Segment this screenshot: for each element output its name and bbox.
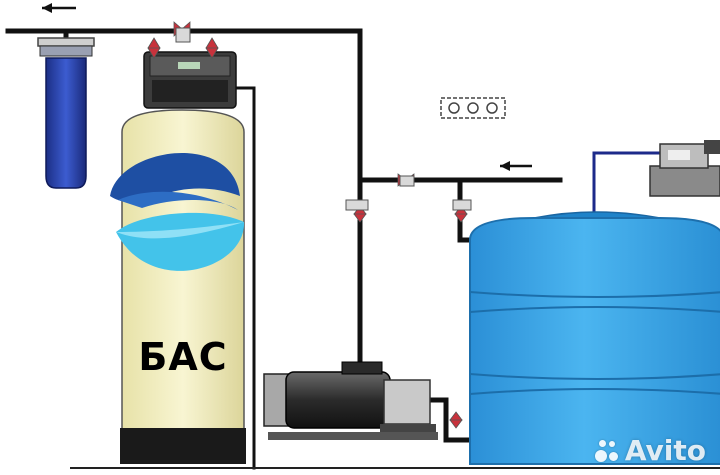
level-sensor xyxy=(649,140,720,197)
surface-pump xyxy=(263,361,438,440)
valve-bodies xyxy=(175,27,472,211)
pump-tank-pipe xyxy=(427,397,475,443)
storage-tank xyxy=(469,211,720,465)
flow-arrow-icon xyxy=(42,3,76,13)
dashed-indicator xyxy=(440,97,506,119)
softener-drain-pipe xyxy=(236,86,256,470)
brand-label: БАС xyxy=(138,335,228,379)
float-switch-line xyxy=(592,151,662,215)
avito-logo-icon xyxy=(594,438,621,464)
avito-text: Avito xyxy=(624,434,706,467)
avito-watermark: Avito xyxy=(594,434,706,467)
cartridge-filter xyxy=(37,37,95,189)
flow-arrow-icon xyxy=(500,161,532,171)
wave-logo-icon xyxy=(110,152,245,271)
